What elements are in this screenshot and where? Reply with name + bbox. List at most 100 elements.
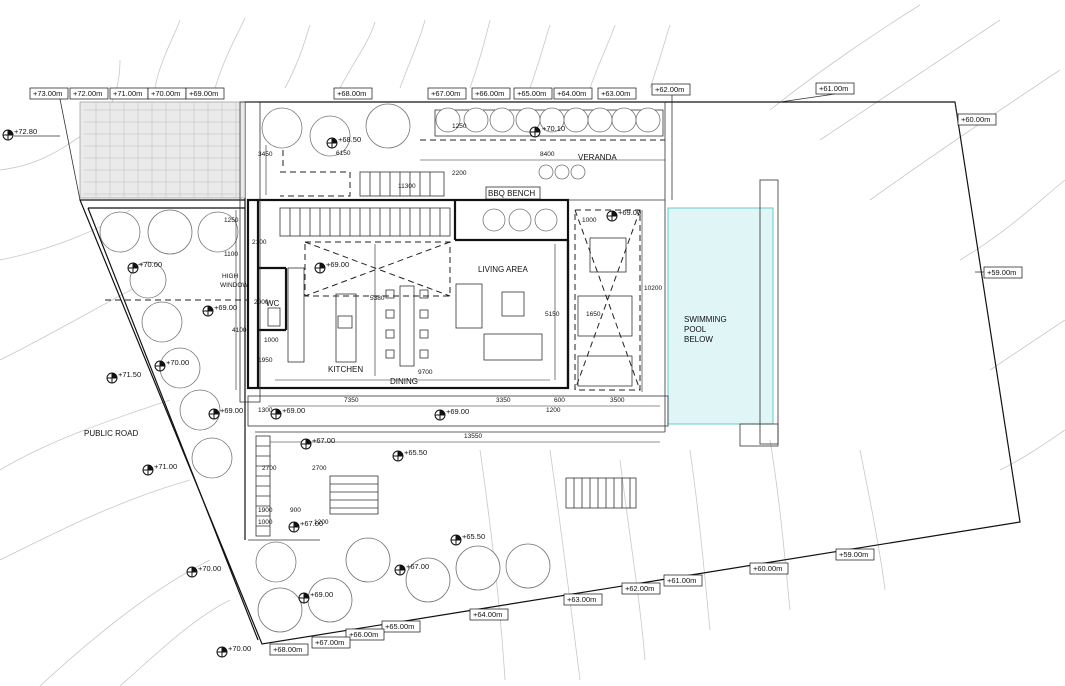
dim-1250: 1250 xyxy=(452,123,467,130)
level-top-13: +61.00m xyxy=(819,84,848,93)
paved-area xyxy=(79,101,246,199)
dim-7350: 7350 xyxy=(344,397,359,404)
spot-marker: +68.50 xyxy=(326,135,361,149)
spot-marker: +69.00 xyxy=(202,303,237,317)
dim-11300: 11300 xyxy=(398,183,416,190)
spot-marker: +71.00 xyxy=(142,462,177,476)
spot-level-4: +70.00 xyxy=(166,358,189,367)
level-bottom-2: +60.00m xyxy=(753,564,782,573)
level-top-3: +71.00m xyxy=(113,89,142,98)
spot-level-17: +65.50 xyxy=(404,448,427,457)
public-road-label: PUBLIC ROAD xyxy=(84,429,138,438)
level-top-11: +63.00m xyxy=(601,89,630,98)
spot-marker: +67.00 xyxy=(394,562,429,576)
spot-marker: +70.00 xyxy=(216,644,251,658)
house-outline xyxy=(239,101,669,541)
spot-level-9: +70.00 xyxy=(228,644,251,653)
dim-2200: 2200 xyxy=(452,170,467,177)
spot-marker: +70.10 xyxy=(529,124,565,138)
level-top-12: +62.00m xyxy=(655,85,684,94)
spot-level-1: +72.80 xyxy=(14,127,37,136)
spot-level-3: +69.00 xyxy=(326,260,349,269)
spot-level-21: +69.00 xyxy=(310,590,333,599)
dim-1950: 1950 xyxy=(258,357,273,364)
bottom-level-labels: +59.00m +60.00m +61.00m +62.00m +63.00m … xyxy=(269,548,875,656)
spot-level-19: +67.00 xyxy=(300,519,323,528)
dim-1000-b: 1000 xyxy=(258,519,273,526)
spot-level-2: +70.00 xyxy=(139,260,162,269)
level-bottom-8: +66.00m xyxy=(349,630,378,639)
level-bottom-7: +65.00m xyxy=(385,622,414,631)
bbq-bench-label: BBQ BENCH xyxy=(488,189,535,198)
spot-level-10: +68.50 xyxy=(338,135,361,144)
level-bottom-6: +64.00m xyxy=(473,610,502,619)
dim-1000-c: 1000 xyxy=(582,217,597,224)
spot-level-13: +69.00 xyxy=(220,406,243,415)
dim-2700-b: 2700 xyxy=(312,465,327,472)
contour-lines xyxy=(0,4,1065,686)
dim-2700: 2700 xyxy=(262,465,277,472)
dimension-lines xyxy=(235,145,665,443)
high-window-label-1: HIGH xyxy=(222,273,239,280)
dim-10200: 10200 xyxy=(644,285,662,292)
spot-marker: +69.00 xyxy=(270,406,305,420)
level-top-8: +66.00m xyxy=(475,89,504,98)
dim-4100: 4100 xyxy=(232,327,247,334)
pool-label-3: BELOW xyxy=(684,335,713,344)
level-top-4: +70.00m xyxy=(151,89,180,98)
level-right-1: +60.00m xyxy=(961,115,990,124)
right-level-labels: +60.00m +59.00m xyxy=(957,113,1023,279)
spot-marker: +72.80 xyxy=(2,127,37,141)
spot-marker: +65.50 xyxy=(450,532,485,546)
level-bottom-3: +61.00m xyxy=(667,576,696,585)
spot-level-16: +67.00 xyxy=(312,436,335,445)
level-top-9: +65.00m xyxy=(517,89,546,98)
veranda-label: VERANDA xyxy=(578,153,617,162)
spot-level-8: +70.00 xyxy=(198,564,221,573)
dim-2100: 2100 xyxy=(252,239,267,246)
level-bottom-1: +59.00m xyxy=(839,550,868,559)
dim-3450: 3450 xyxy=(258,151,273,158)
spot-marker: +69.00 xyxy=(298,590,333,604)
dim-1000: 1000 xyxy=(264,337,279,344)
dim-5150: 5150 xyxy=(545,311,560,318)
dim-1250-b: 1250 xyxy=(224,217,239,224)
level-top-7: +67.00m xyxy=(431,89,460,98)
dim-1200-b: 1200 xyxy=(314,519,329,526)
leader-lines xyxy=(14,93,984,273)
level-bottom-5: +63.00m xyxy=(567,595,596,604)
spot-level-18: +65.50 xyxy=(462,532,485,541)
dim-13550: 13550 xyxy=(464,433,482,440)
spot-marker: +69.00 xyxy=(606,208,641,222)
spot-marker: +70.00 xyxy=(186,564,221,578)
dim-6150: 6150 xyxy=(336,150,351,157)
spot-level-11: +70.10 xyxy=(542,124,565,133)
level-right-2: +59.00m xyxy=(987,268,1016,277)
level-bottom-10: +68.00m xyxy=(273,645,302,654)
level-top-2: +72.00m xyxy=(73,89,102,98)
spot-levels: +72.80 +70.00 +69.00 +70.00 +71.50 +69.0… xyxy=(2,124,641,658)
spot-marker: +69.00 xyxy=(314,260,349,274)
spot-marker: +70.00 xyxy=(127,260,162,274)
pool-label-2: POOL xyxy=(684,325,707,334)
level-top-10: +64.00m xyxy=(557,89,586,98)
dashed-outlines xyxy=(105,110,665,391)
wc-label: WC xyxy=(266,299,280,308)
spot-marker: +69.00 xyxy=(434,407,469,421)
dim-1650: 1650 xyxy=(586,311,601,318)
kitchen-label: KITCHEN xyxy=(328,365,363,374)
spot-level-7: +71.00 xyxy=(154,462,177,471)
spot-level-5: +71.50 xyxy=(118,370,141,379)
stairs xyxy=(255,171,637,537)
dim-600: 600 xyxy=(554,397,565,404)
room-labels: VERANDA BBQ BENCH LIVING AREA WC KITCHEN… xyxy=(84,153,727,438)
level-top-1: +73.00m xyxy=(33,89,62,98)
spot-level-15: +69.00 xyxy=(446,407,469,416)
dim-1300: 1300 xyxy=(258,407,273,414)
living-area-label: LIVING AREA xyxy=(478,265,528,274)
spot-level-14: +69.00 xyxy=(282,406,305,415)
dining-label: DINING xyxy=(390,377,418,386)
dim-8400: 8400 xyxy=(540,151,555,158)
dim-5380: 5380 xyxy=(370,295,385,302)
